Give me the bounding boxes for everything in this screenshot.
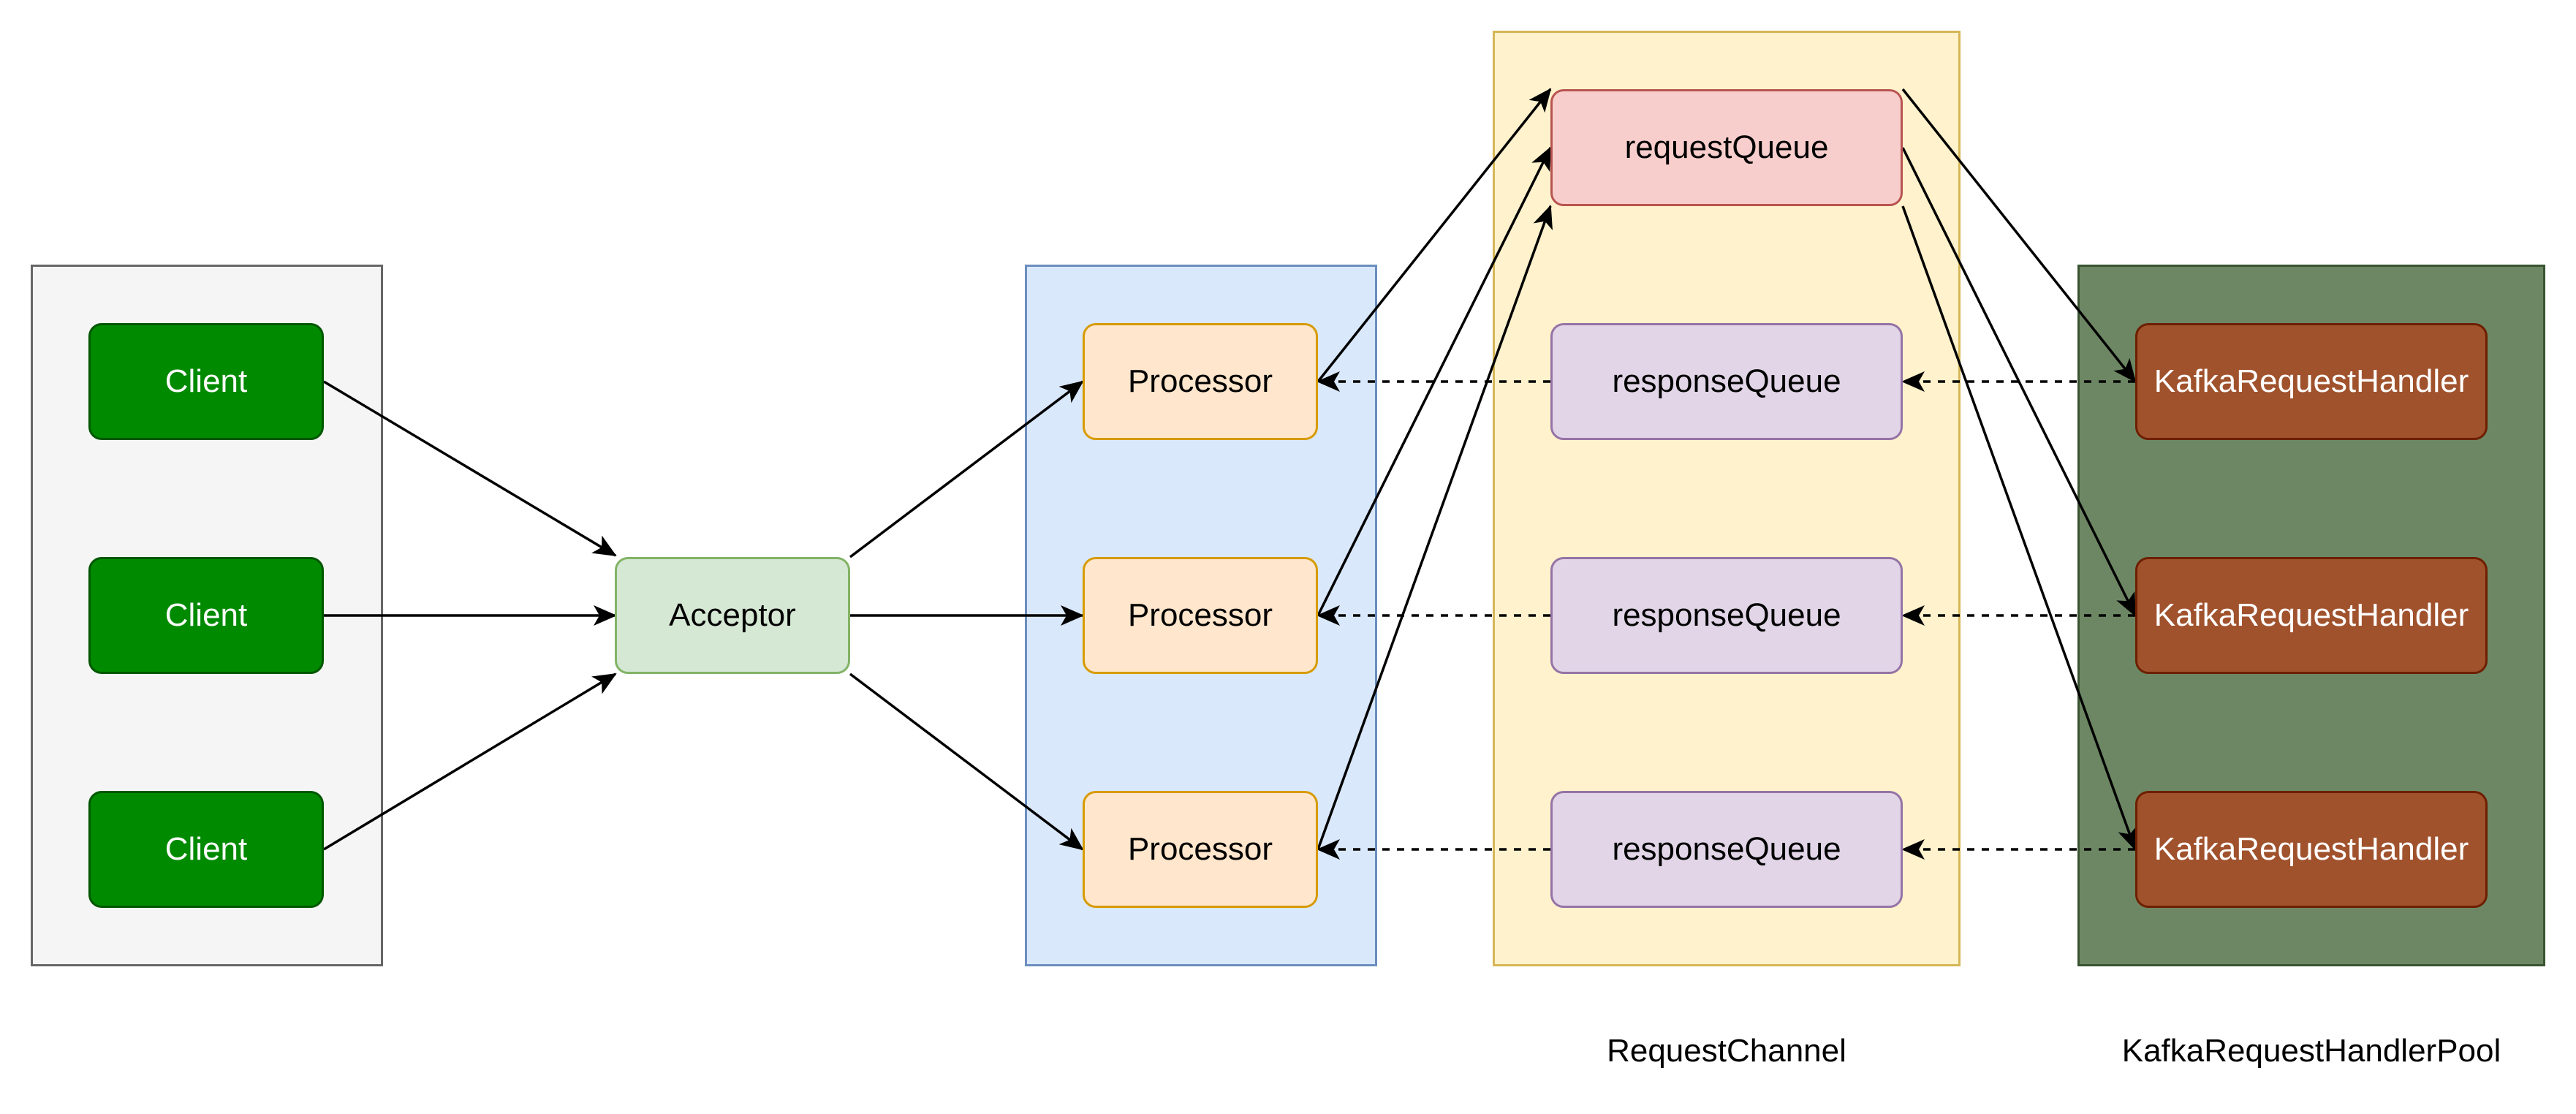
response-queue-node[interactable]: responseQueue bbox=[1550, 557, 1903, 674]
acceptor-node[interactable]: Acceptor bbox=[615, 557, 850, 674]
processor-node[interactable]: Processor bbox=[1083, 791, 1318, 908]
request-channel-caption: RequestChannel bbox=[1607, 1033, 1846, 1069]
edge-processor-3-request-queue bbox=[1317, 205, 1553, 850]
edge-acceptor-processor-1 bbox=[849, 380, 1084, 558]
edge-request-queue-handler-1 bbox=[1901, 88, 2137, 383]
kafka-request-handler-node[interactable]: KafkaRequestHandler bbox=[2135, 323, 2488, 440]
client-node[interactable]: Client bbox=[88, 557, 324, 674]
handler-pool-caption: KafkaRequestHandlerPool bbox=[2121, 1033, 2501, 1069]
edge-processor-2-request-queue bbox=[1317, 146, 1552, 616]
kafka-request-handler-node[interactable]: KafkaRequestHandler bbox=[2135, 791, 2488, 908]
edge-request-queue-handler-3 bbox=[1901, 205, 2137, 851]
request-queue-node[interactable]: requestQueue bbox=[1550, 89, 1903, 206]
edge-client-3-acceptor bbox=[323, 672, 617, 851]
edge-processor-1-request-queue bbox=[1317, 88, 1552, 383]
response-queue-node[interactable]: responseQueue bbox=[1550, 323, 1903, 440]
edge-request-queue-handler-2 bbox=[1901, 147, 2137, 617]
edge-client-1-acceptor bbox=[323, 380, 617, 557]
response-queue-node[interactable]: responseQueue bbox=[1550, 791, 1903, 908]
client-node[interactable]: Client bbox=[88, 323, 324, 440]
edge-acceptor-processor-3 bbox=[849, 672, 1084, 851]
kafka-request-handler-node[interactable]: KafkaRequestHandler bbox=[2135, 557, 2488, 674]
processor-node[interactable]: Processor bbox=[1083, 557, 1318, 674]
processor-node[interactable]: Processor bbox=[1083, 323, 1318, 440]
client-node[interactable]: Client bbox=[88, 791, 324, 908]
